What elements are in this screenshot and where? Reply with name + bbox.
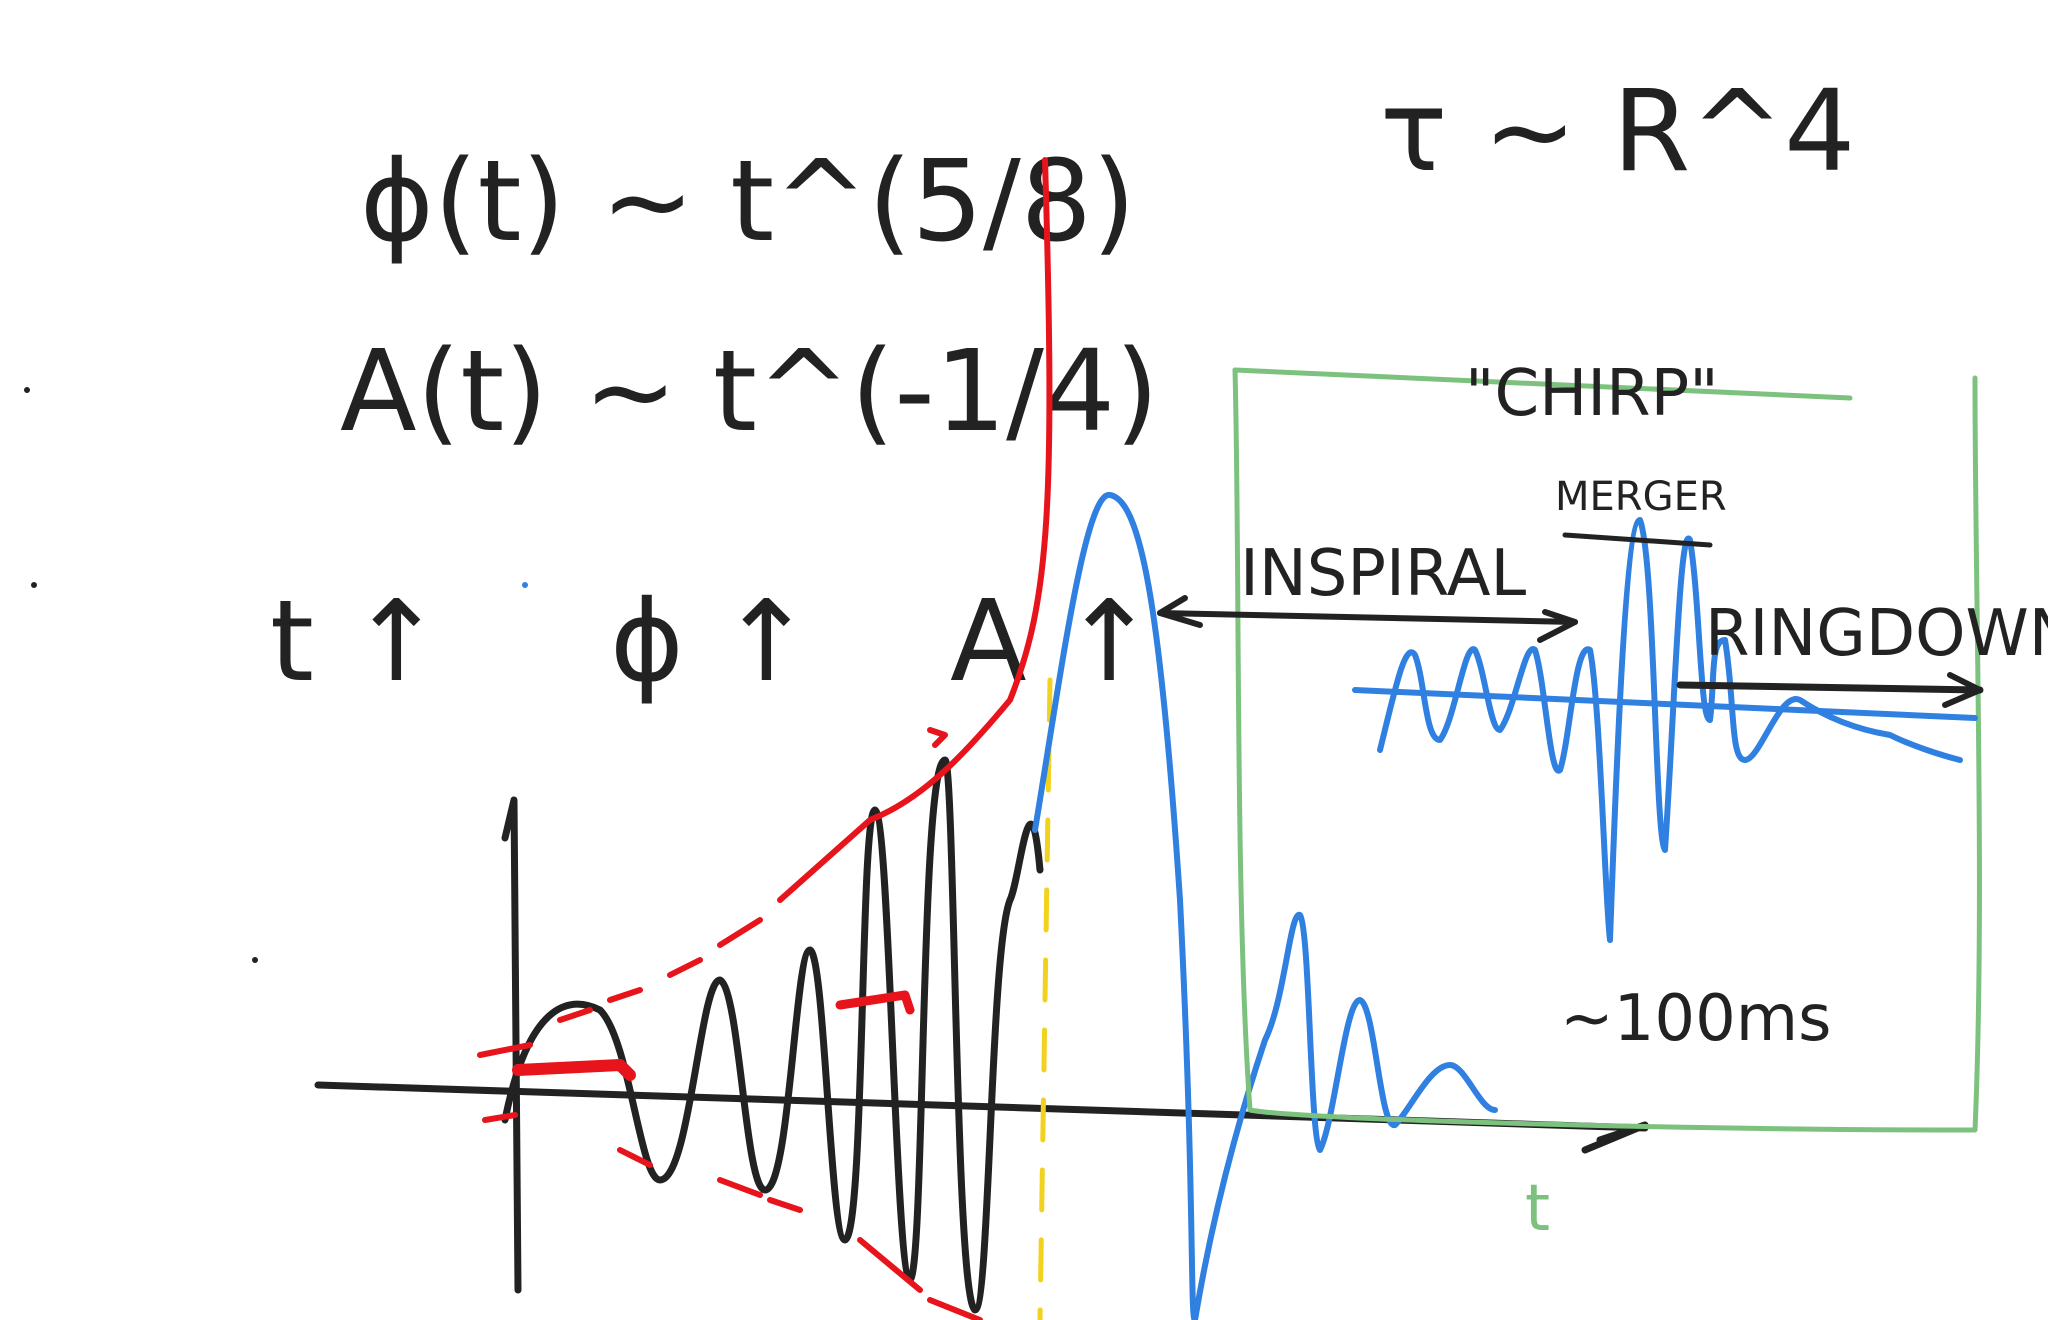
period-marker-narrow [835,990,915,1015]
inset-chirp-waveform [1377,517,1963,943]
envelope-arrowhead [927,727,948,748]
inspiral-arrowhead-left [1157,595,1203,628]
amplitude-formula: A(t) ~ t^(-1/4) [340,327,1159,457]
inspiral-waveform-black [501,756,1044,1314]
merger-range-arrow [1562,532,1713,548]
ringdown-label: RINGDOWN [1705,597,2048,671]
merger-time-line-yellow [1037,677,1053,1320]
chirp-box-top [1232,367,1853,401]
merger-label: MERGER [1555,474,1727,520]
ringdown-arrowhead [1942,672,1983,708]
envelope-dashes-lower [477,1042,983,1320]
chirp-box-outline [1232,367,1982,1133]
stray-dot [31,582,37,588]
merger-ringdown-waveform-blue [1032,492,1498,1320]
vertical-axis [501,796,522,1294]
inspiral-label: INSPIRAL [1240,537,1527,611]
stray-dot [24,387,30,393]
ringdown-range-arrow [1676,681,1984,694]
period-marker-wide [512,1059,636,1081]
time-axis-label: t [1525,1172,1550,1246]
phase-formula: ϕ(t) ~ t^(5/8) [360,137,1136,267]
stray-dot [252,957,258,963]
stray-dot [522,582,528,588]
duration-label: ~100ms [1560,982,1831,1056]
t-increase-label: t ↑ [270,577,443,707]
amplitude-envelope-red [867,157,1053,823]
amplitude-increase-label: A ↑ [950,577,1156,707]
phi-increase-label: ϕ ↑ [610,577,813,707]
envelope-dashes-upper [557,817,873,1023]
inspiral-arrowhead-right [1537,609,1578,643]
tau-formula: τ ~ R^4 [1380,67,1855,197]
chirp-title: "CHIRP" [1465,357,1719,431]
inspiral-range-arrow [1157,610,1578,625]
